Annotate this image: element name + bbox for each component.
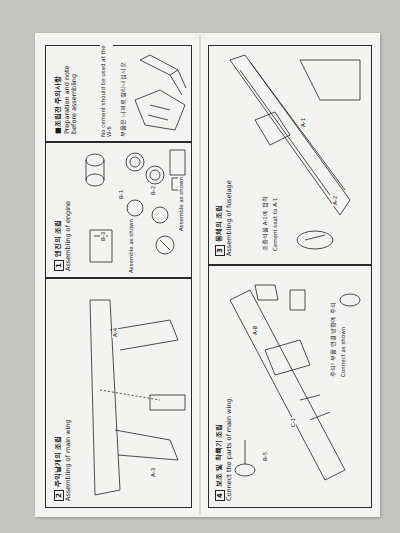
instruction-note: Assemble as shown <box>178 176 184 232</box>
step-heading: Assembling of engine <box>65 201 72 271</box>
step-panel: 1 엔진의 조립Assembling of engine <box>45 142 192 278</box>
step-heading: Connect the parts of main wing. <box>226 396 233 501</box>
step-heading: Assembling of main wing <box>65 419 72 501</box>
step-number: 1 <box>54 260 64 271</box>
instruction-note: Cement seat to A-1 <box>272 197 278 252</box>
callout-number: B-2 <box>150 185 156 196</box>
step-heading: 주익날개의 조립 <box>54 436 62 487</box>
callout-number: A-8 <box>252 325 258 336</box>
callout-number: A-2 <box>332 195 338 206</box>
callout-number: C-1 <box>290 417 296 428</box>
step-number: 4 <box>215 490 225 501</box>
step-heading: 동체의 조립 <box>215 205 223 242</box>
step-panel: 4 보조 및 착륙기 조립Connect the parts of main wi… <box>208 265 372 508</box>
callout-number: A-3 <box>150 467 156 478</box>
callout-number: B-3 <box>100 231 106 242</box>
instruction-note: 조종석을 A-1에 접착 <box>262 195 268 252</box>
step-heading: Preparation and note before assembling <box>64 54 79 134</box>
callout-number: B-5 <box>262 451 268 462</box>
step-panel: 2 주익날개의 조립Assembling of main wing <box>45 278 192 508</box>
step-number: 2 <box>54 490 64 501</box>
step-number: 3 <box>215 245 225 256</box>
step-heading: ■조립전 주의사항 <box>54 76 62 134</box>
step-heading: 엔진의 조립 <box>54 220 62 257</box>
step-heading: 보조 및 착륙기 조립 <box>215 424 223 487</box>
callout-number: A-1 <box>300 117 306 128</box>
callout-number: A-4 <box>112 327 118 338</box>
callout-number: B-1 <box>118 189 124 200</box>
instruction-note: No cement should be used at the W-6 <box>100 44 113 138</box>
instruction-note: Assemble as shown <box>128 218 134 274</box>
instruction-note: Connect as shown <box>340 326 346 378</box>
step-panel: 3 동체의 조립Assembling of fuselage <box>208 45 372 265</box>
step-panel: ■조립전 주의사항Preparation and note before ass… <box>45 45 192 142</box>
instruction-note: 부품은 니퍼로 잘라내십시오 <box>120 61 126 139</box>
instruction-note: 주의! 부품 연결 방향에 주의 <box>330 301 336 378</box>
step-heading: Assembling of fuselage <box>226 180 233 256</box>
